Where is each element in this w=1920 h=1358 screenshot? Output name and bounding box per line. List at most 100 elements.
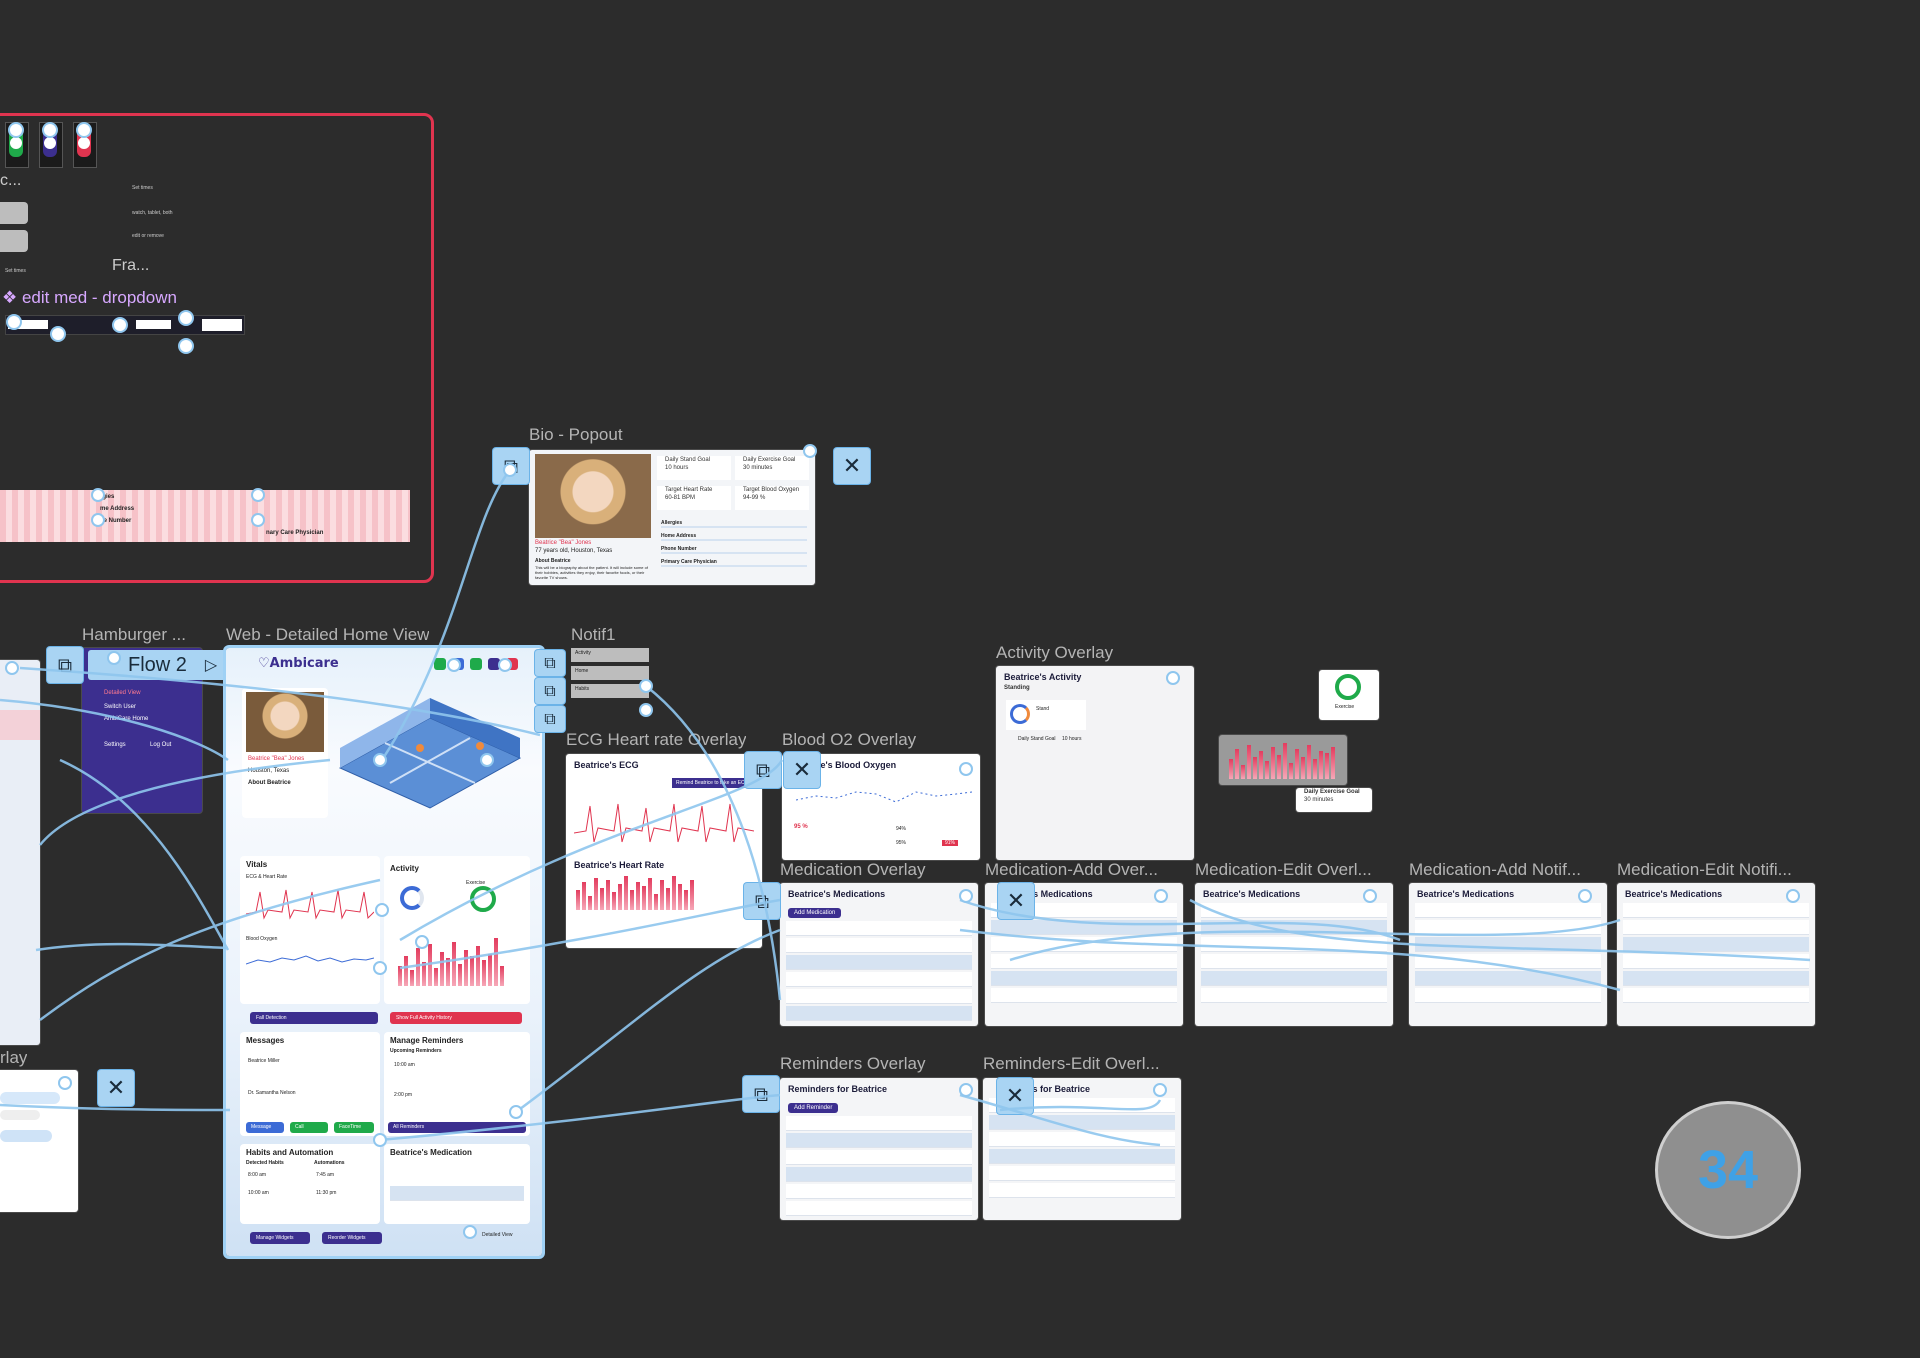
habits-card[interactable]: Habits and Automation Detected Habits Au…: [240, 1144, 380, 1224]
red-device-icon[interactable]: [73, 122, 97, 168]
activity-sub: Standing: [1004, 685, 1030, 691]
stand-ring: [1010, 704, 1030, 724]
contact-1[interactable]: Beatrice Miller: [248, 1058, 280, 1064]
patient-name: Beatrice "Bea" Jones: [248, 756, 305, 762]
reminders-card[interactable]: Manage Reminders Upcoming Reminders 10:0…: [384, 1032, 530, 1136]
header-icons[interactable]: [434, 658, 534, 672]
bio-field-phone[interactable]: Phone Number: [661, 546, 807, 554]
hamburger-item-settings[interactable]: Settings: [104, 742, 126, 748]
close-icon: ✕: [1006, 888, 1026, 914]
contact-2[interactable]: Dr. Samantha Nelson: [248, 1090, 296, 1096]
med-frame[interactable]: Beatrice's Medications Add Medication: [780, 883, 978, 1026]
med-open-button[interactable]: ⧉: [744, 883, 780, 919]
blood-oxygen-sparkline: [246, 955, 374, 965]
facetime-button-label: FaceTime: [339, 1124, 362, 1130]
activity-card-inner[interactable]: Stand: [1006, 700, 1086, 730]
web-home-frame-label: Web - Detailed Home View: [226, 625, 430, 644]
med-edit-title: Beatrice's Medications: [1203, 889, 1301, 899]
house-floorplan-illustration[interactable]: [330, 688, 530, 818]
med-add-notif-frame[interactable]: Beatrice's Medications: [1409, 883, 1607, 1026]
med-add-frame-label: Medication-Add Over...: [985, 860, 1158, 879]
notif-link-button-1[interactable]: ⧉: [535, 650, 565, 676]
left-overlay-label: rlay: [0, 1048, 28, 1067]
left-overlay-close-button[interactable]: ✕: [98, 1070, 134, 1106]
bio-frame[interactable]: Beatrice "Bea" Jones 77 years old, Houst…: [529, 450, 815, 585]
activity-frame[interactable]: Beatrice's Activity Standing Stand Daily…: [996, 666, 1194, 860]
facetime-button[interactable]: FaceTime: [334, 1122, 374, 1133]
ecg-frame[interactable]: Beatrice's ECG Remind Beatrice to take a…: [566, 754, 762, 948]
notif1-stack[interactable]: Activity Home Habits: [571, 648, 649, 698]
green-device-icon[interactable]: [5, 122, 29, 168]
flow-2-button[interactable]: Flow 2 ▷: [88, 650, 236, 680]
vitals-card[interactable]: Vitals ECG & Heart Rate Blood Oxygen: [240, 856, 380, 1004]
add-reminder-button[interactable]: Add Reminder: [788, 1103, 839, 1113]
notif-home[interactable]: Home: [571, 666, 649, 680]
message-button[interactable]: Message: [246, 1122, 284, 1133]
left-clipped-frame[interactable]: [0, 660, 40, 1045]
section-frame[interactable]: [0, 113, 434, 583]
reminders-edit-close-button[interactable]: ✕: [997, 1078, 1033, 1114]
notif-habits[interactable]: Habits: [571, 684, 649, 698]
hamburger-item-switch-user[interactable]: Switch User: [104, 704, 137, 710]
notif-activity[interactable]: Activity: [571, 648, 649, 662]
patient-card[interactable]: Beatrice "Bea" Jones Houston, Texas Abou…: [242, 688, 328, 818]
connector: [515, 928, 781, 1114]
close-icon: ✕: [1005, 1083, 1025, 1109]
message-button-label: Message: [251, 1124, 272, 1130]
med-edit-notif-frame[interactable]: Beatrice's Medications: [1617, 883, 1815, 1026]
detailed-view-link[interactable]: Detailed View: [482, 1232, 513, 1238]
grey-button-2[interactable]: [0, 230, 28, 252]
bio-field-physician[interactable]: Primary Care Physician: [661, 559, 807, 567]
bio-open-button[interactable]: ⧉: [493, 448, 529, 484]
flow-start-icon-button[interactable]: ⧉: [47, 647, 83, 683]
bio-field-address[interactable]: Home Address: [661, 533, 807, 541]
med-edit-frame[interactable]: Beatrice's Medications: [1195, 883, 1393, 1026]
ecg-sparkline: [246, 889, 374, 920]
notif-link-button-2[interactable]: ⧉: [535, 678, 565, 704]
bio-close-button[interactable]: ✕: [834, 448, 870, 484]
blood-o2-frame[interactable]: Beatrice's Blood Oxygen 95 % 94% 95% 91%: [782, 754, 980, 860]
full-activity-button[interactable]: Show Full Activity History: [390, 1012, 522, 1024]
call-button[interactable]: Call: [290, 1122, 328, 1133]
med-frame-label: Medication Overlay: [780, 860, 926, 879]
reorder-widgets-button[interactable]: Reorder Widgets: [322, 1232, 382, 1244]
manage-widgets-button[interactable]: Manage Widgets: [250, 1232, 310, 1244]
purple-device-icon[interactable]: [39, 122, 63, 168]
hamburger-item-logout[interactable]: Log Out: [150, 742, 172, 748]
fall-detection-button[interactable]: Fall Detection: [250, 1012, 378, 1024]
grey-button-1[interactable]: [0, 202, 28, 224]
dropdown-component[interactable]: [5, 315, 245, 335]
reminders-title: Reminders for Beatrice: [788, 1084, 888, 1094]
habit-time-2: 10:00 am: [248, 1190, 269, 1196]
notif-link-button-3[interactable]: ⧉: [535, 706, 565, 732]
list-block-1[interactable]: [0, 490, 410, 542]
full-activity-label: Show Full Activity History: [396, 1015, 452, 1021]
hamburger-item-detailed-view[interactable]: Detailed View: [104, 690, 141, 696]
med-add-close-button[interactable]: ✕: [998, 883, 1034, 919]
messages-card[interactable]: Messages Beatrice Miller Dr. Samantha Ne…: [240, 1032, 380, 1136]
reminders-frame[interactable]: Reminders for Beatrice Add Reminder: [780, 1078, 978, 1220]
activity-card[interactable]: Activity Exercise: [384, 856, 530, 1004]
web-home-frame[interactable]: ♡Ambicare Beatrice "Bea" Jones Houston, …: [226, 648, 542, 1256]
blood-o2-stat-3: 91%: [942, 840, 959, 846]
heart-rate-title: Beatrice's Heart Rate: [574, 860, 665, 870]
blood-o2-close-button[interactable]: ✕: [784, 752, 820, 788]
exercise-goal-widget[interactable]: Daily Exercise Goal 30 minutes: [1296, 788, 1372, 812]
add-medication-button[interactable]: Add Medication: [788, 908, 842, 918]
exercise-bars-widget[interactable]: [1219, 735, 1347, 785]
activity-bars: [398, 936, 504, 986]
left-overlay-frame[interactable]: [0, 1070, 78, 1212]
fall-detection-label: Fall Detection: [256, 1015, 287, 1021]
all-reminders-button[interactable]: All Reminders: [388, 1122, 526, 1133]
exercise-widget[interactable]: Exercise: [1319, 670, 1379, 720]
ecg-open-button[interactable]: ⧉: [745, 752, 781, 788]
reminders-open-button[interactable]: ⧉: [743, 1076, 779, 1112]
hamburger-item-home[interactable]: AmbiCare Home: [104, 716, 149, 722]
bio-field-allergies[interactable]: Allergies: [661, 520, 807, 528]
medication-card[interactable]: Beatrice's Medication: [384, 1144, 530, 1224]
blood-oxygen-label: Blood Oxygen: [246, 936, 278, 942]
